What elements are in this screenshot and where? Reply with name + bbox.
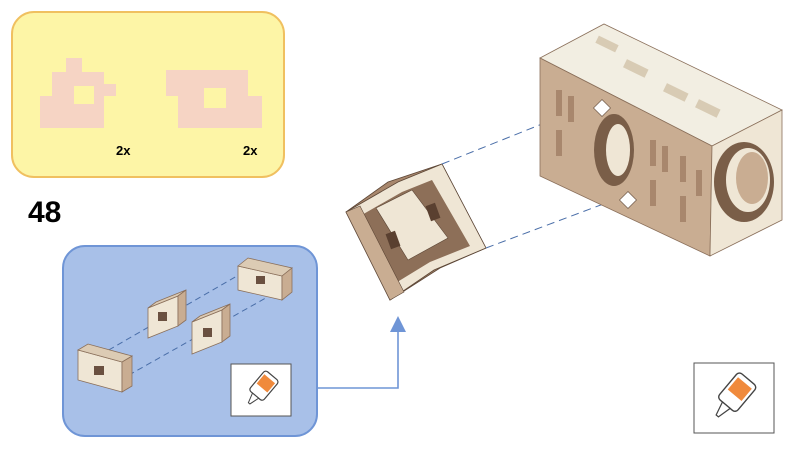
glue-bottle-icon-main <box>693 362 775 434</box>
arrow-connector <box>318 316 406 389</box>
wood-piece-2 <box>147 289 187 339</box>
part-b-quantity: 2x <box>243 143 258 158</box>
parts-panel: 2x 2x <box>11 11 285 178</box>
step-number: 48 <box>28 196 61 229</box>
square-frame <box>345 163 487 301</box>
part-a-quantity: 2x <box>116 143 131 158</box>
wood-piece-4 <box>237 257 293 301</box>
wood-piece-1 <box>76 343 134 393</box>
glue-bottle-icon <box>230 363 292 417</box>
part-b-shape <box>166 70 262 128</box>
subassembly-panel <box>62 245 318 437</box>
wood-piece-3 <box>191 303 231 355</box>
part-a-shape <box>40 58 116 128</box>
box-assembly <box>539 23 783 257</box>
